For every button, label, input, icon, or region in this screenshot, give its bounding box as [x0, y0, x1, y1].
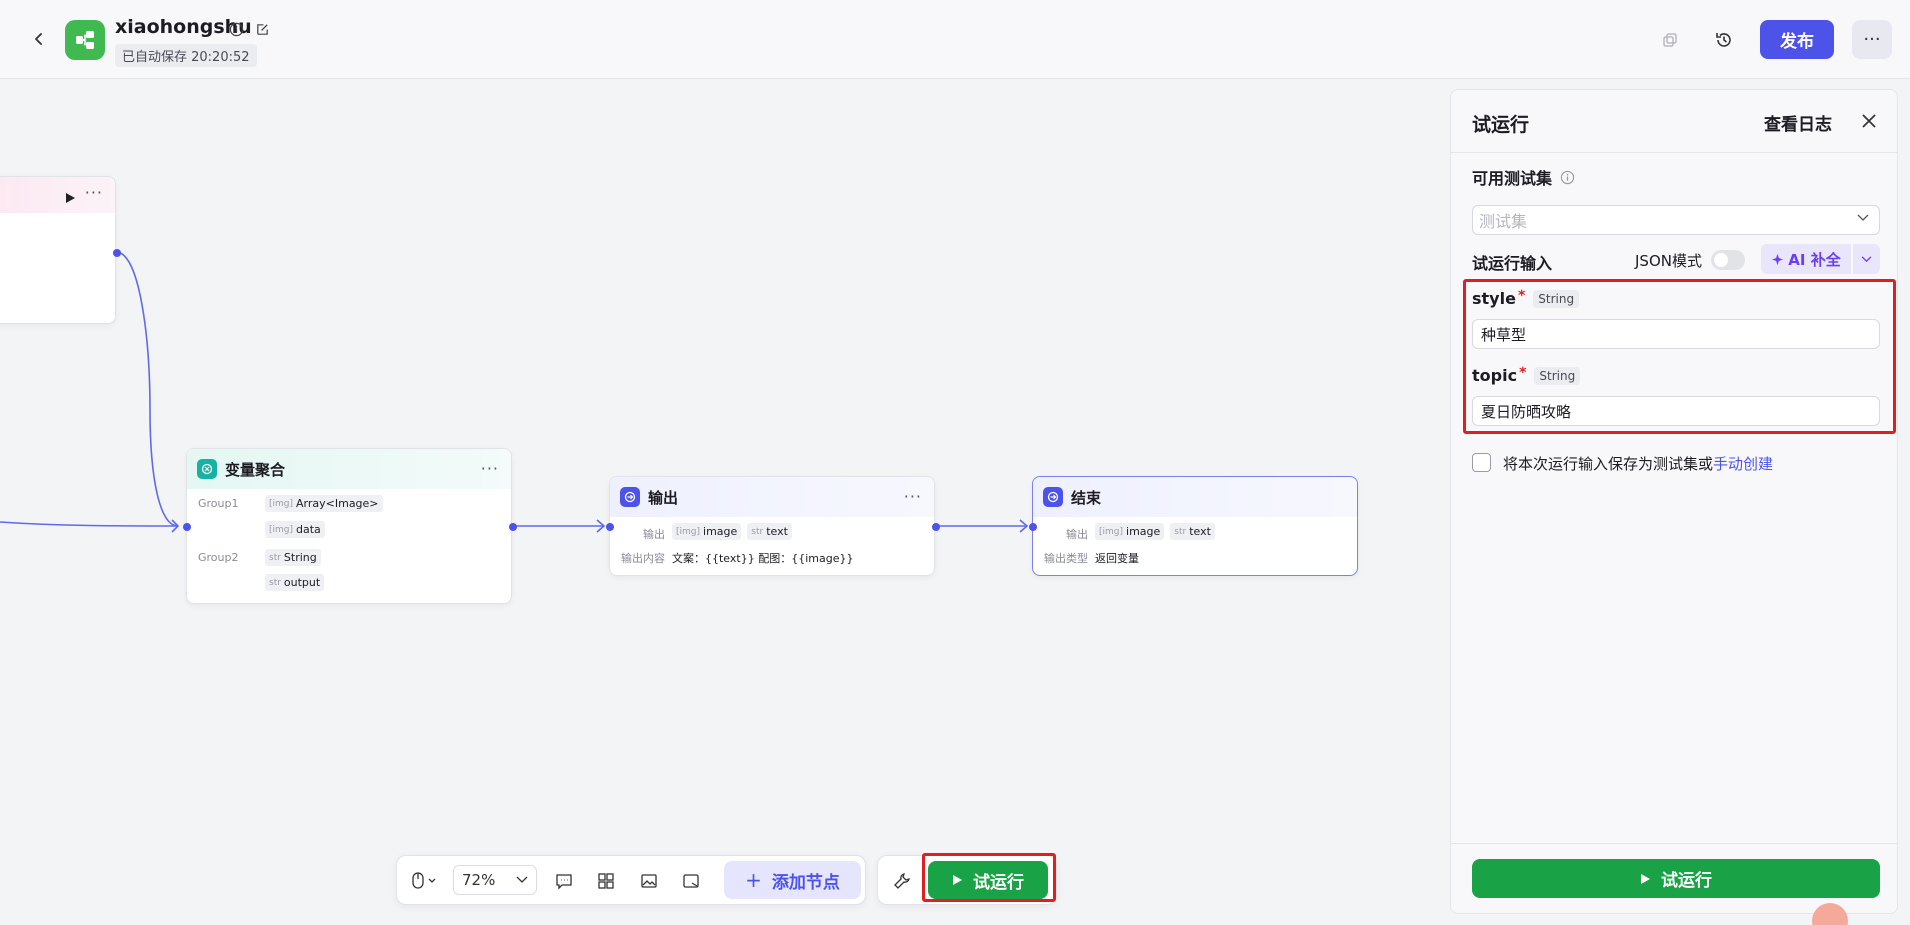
back-arrow-icon[interactable]: [28, 28, 50, 50]
info-icon[interactable]: [227, 20, 245, 38]
view-log-link[interactable]: 查看日志: [1764, 115, 1832, 135]
ai-complete-button[interactable]: AI 补全: [1761, 244, 1851, 274]
json-mode-toggle[interactable]: [1711, 250, 1745, 270]
json-mode-label: JSON模式: [1635, 252, 1702, 270]
content-value: 文案：{{text}} 配图：{{image}}: [672, 552, 854, 565]
node-more-icon[interactable]: ···: [480, 459, 499, 478]
more-menu-button[interactable]: ···: [1852, 20, 1892, 59]
output-label: 输出: [643, 528, 665, 541]
chevron-down-icon: [516, 876, 528, 883]
run-node-icon[interactable]: [65, 189, 76, 208]
group1-label: Group1: [198, 497, 239, 510]
autosave-status: 已自动保存 20:20:52: [115, 44, 257, 67]
style-input[interactable]: 种草型: [1472, 319, 1880, 349]
play-icon: [1641, 873, 1650, 884]
type-value: 返回变量: [1095, 552, 1139, 565]
node-more-icon[interactable]: ···: [84, 183, 103, 202]
chevron-down-icon: [1857, 214, 1869, 221]
end-icon: [1043, 487, 1063, 507]
image-icon[interactable]: [639, 871, 659, 891]
header: xiaohongshu 已自动保存 20:20:52 发布 ···: [0, 0, 1910, 79]
plus-icon: +: [745, 868, 762, 892]
save-testset-text: 将本次运行输入保存为测试集或: [1503, 455, 1714, 473]
save-testset-checkbox[interactable]: [1472, 453, 1491, 472]
chevron-down-icon: [1861, 255, 1872, 262]
variable-tag: [img]image: [672, 523, 742, 540]
app-logo-icon: [65, 20, 105, 60]
app-title: xiaohongshu: [115, 16, 252, 38]
testset-select[interactable]: 测试集: [1472, 205, 1880, 235]
testset-label: 可用测试集: [1472, 169, 1553, 188]
output-port[interactable]: [509, 523, 517, 531]
output-port[interactable]: [113, 249, 121, 257]
canvas-toolbar: 72% + 添加节点: [396, 855, 866, 905]
assistant-avatar[interactable]: [1812, 903, 1848, 925]
node-more-icon[interactable]: ···: [903, 487, 922, 506]
add-node-button[interactable]: + 添加节点: [724, 861, 861, 899]
publish-button[interactable]: 发布: [1760, 20, 1834, 59]
copy-icon[interactable]: [1658, 28, 1682, 52]
input-port[interactable]: [606, 523, 614, 531]
ai-complete-dropdown[interactable]: [1853, 244, 1880, 274]
panel-title: 试运行: [1472, 114, 1530, 136]
play-icon: [953, 875, 962, 885]
output-icon: [620, 487, 640, 507]
mouse-mode-icon[interactable]: [409, 871, 439, 891]
sparkle-icon: [1772, 253, 1784, 265]
type-label: 输出类型: [1044, 552, 1088, 565]
output-port[interactable]: [932, 523, 940, 531]
output-label: 输出: [1066, 528, 1088, 541]
node-title: 变量聚合: [225, 460, 286, 479]
aggregate-icon: [197, 459, 217, 479]
variable-tag: [img]image: [1095, 523, 1165, 540]
info-icon[interactable]: [1560, 170, 1575, 185]
run-toolbar: 试运行: [877, 855, 1057, 905]
input-port[interactable]: [183, 523, 191, 531]
content-label: 输出内容: [621, 552, 665, 565]
edit-icon[interactable]: [253, 20, 271, 38]
wrench-icon[interactable]: [892, 871, 912, 891]
type-tag: String: [1534, 366, 1581, 385]
input-port[interactable]: [1029, 523, 1037, 531]
run-input-label: 试运行输入: [1472, 254, 1553, 273]
node-title: 输出: [648, 488, 679, 507]
comment-icon[interactable]: [554, 871, 574, 891]
edge-lines: [0, 251, 1029, 533]
topic-input[interactable]: 夏日防晒攻略: [1472, 396, 1880, 426]
zoom-select[interactable]: 72%: [453, 865, 537, 895]
group2-label: Group2: [198, 551, 239, 564]
variable-tag: [img]Array<Image>: [265, 495, 383, 512]
layout-icon[interactable]: [596, 871, 616, 891]
node-title: 结束: [1071, 488, 1102, 507]
variable-tag: [img]data: [265, 521, 325, 538]
test-run-button[interactable]: 试运行: [928, 861, 1048, 899]
style-field-label: style* String: [1472, 288, 1580, 308]
variable-aggregate-node[interactable]: 变量聚合 ··· Group1 [img]Array<Image> [img]d…: [183, 448, 517, 604]
type-tag: String: [1533, 289, 1580, 308]
panel-test-run-button[interactable]: 试运行: [1472, 859, 1880, 898]
topic-field-label: topic* String: [1472, 365, 1581, 385]
history-icon[interactable]: [1712, 28, 1736, 52]
workflow-canvas[interactable]: ··· 变量聚合 ··· Group1 [img]Array<Image> [i…: [0, 80, 1450, 925]
test-run-panel: 试运行 查看日志 可用测试集 测试集 试运行输入 JSON模式 AI 补全 st…: [1450, 89, 1898, 914]
close-icon[interactable]: [1858, 110, 1880, 132]
minimap-icon[interactable]: [681, 871, 701, 891]
start-node[interactable]: ···: [0, 176, 121, 324]
manual-create-link[interactable]: 手动创建: [1713, 455, 1774, 473]
